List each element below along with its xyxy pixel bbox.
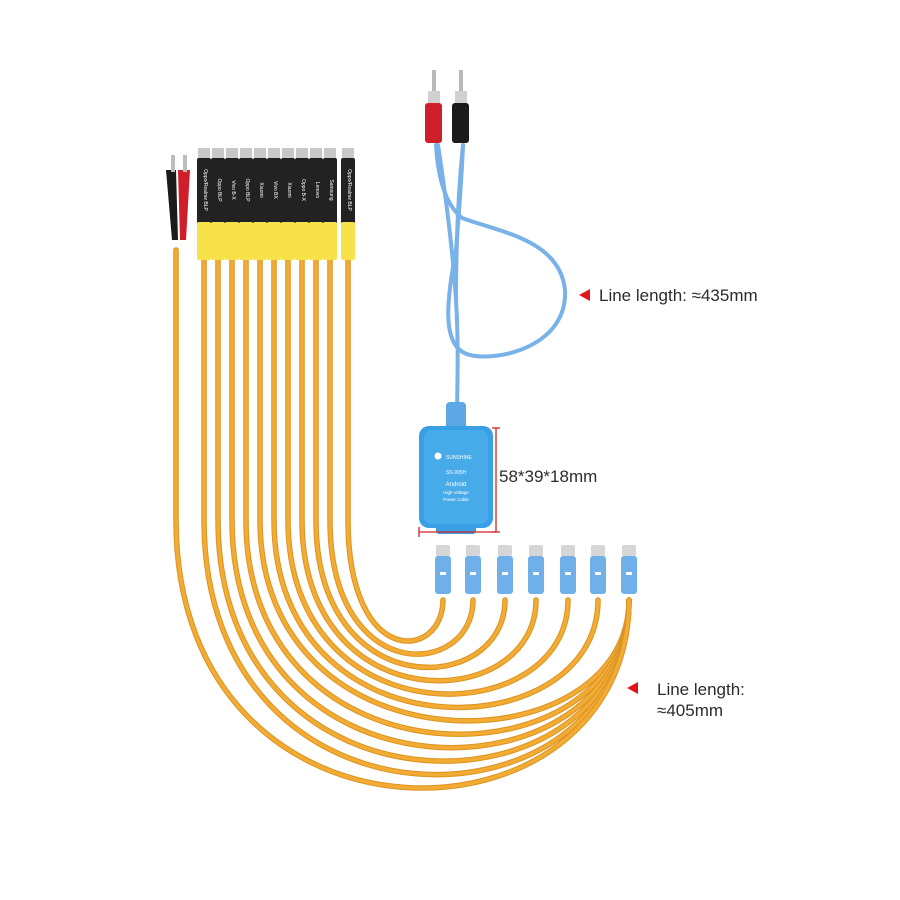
connector-label: Samsung [328,179,334,200]
red-clip [178,170,190,240]
orange-cable-highlight [174,248,631,790]
connector-label: Oppo B-X [300,179,306,202]
connector-body [267,158,281,224]
connector-tip [282,148,294,160]
connector-tip [268,148,280,160]
connector-body [295,158,309,224]
orange-cable-highlight [328,248,475,656]
usb-c-mark [440,572,446,575]
clip-tip [171,155,175,172]
usb-c-tip [436,545,450,557]
yellow-sleeve [309,222,323,260]
connector-body [323,158,337,224]
orange-cable-highlight [346,248,445,643]
orange-cable-highlight [230,248,631,750]
orange-cable-highlight [244,248,631,736]
usb-c-mark [533,572,539,575]
connector-label: Oppo/Realme BLP [202,169,208,211]
connector-tip [226,148,238,160]
orange-cable-highlight [258,248,631,723]
top-length-annotation: Line length: ≈435mm [579,285,758,306]
connector-tip [240,148,252,160]
orange-cable-highlight [272,248,600,710]
connector-label: Xiaomi [258,182,264,197]
usb-c-tip [529,545,543,557]
connector-body [281,158,295,224]
connector-label: Xiaomi [286,182,292,197]
connector-body [211,158,225,224]
orange-cable-highlight [300,248,538,683]
usb-c-mark [502,572,508,575]
connector-tip [310,148,322,160]
connector-body [309,158,323,224]
connector-tip [254,148,266,160]
usb-c-mark [626,572,632,575]
connector-label: Vivo B-X [230,180,236,200]
connector-tip [324,148,336,160]
bottom-length-label-line1: Line length: [657,680,745,699]
yellow-sleeve [323,222,337,260]
yellow-sleeve [341,222,355,260]
usb-c-mark [470,572,476,575]
usb-c-tip [591,545,605,557]
yellow-sleeve [295,222,309,260]
black-clip [166,170,178,240]
orange-cable-highlight [286,248,570,696]
module-brand: SUNSHINE [446,455,473,461]
usb-c-mark [565,572,571,575]
usb-c-mark [595,572,601,575]
connector-label: Lenovo [314,182,320,199]
connector-body [197,158,211,224]
dimension-bracket [418,427,500,537]
yellow-sleeve [281,222,295,260]
connector-tip [342,148,354,160]
connector-tip [212,148,224,160]
usb-c-plug-row [435,545,637,594]
bottom-length-label-line2: ≈405mm [657,701,724,720]
left-connector-row: Oppo/Realme BLP Oppo BLP Vivo B-X Oppo BLP X… [166,148,355,260]
red-arrow-icon [579,289,590,301]
module-model: SS-905H [446,470,467,476]
clip-tip [183,155,187,172]
connector-body [225,158,239,224]
usb-c-tip [622,545,636,557]
orange-cable-highlight [314,248,507,670]
blue-input-cable [434,143,568,420]
dimension-annotation: 58*39*18mm [499,466,597,487]
dimension-label: 58*39*18mm [499,467,598,486]
module-desc1: High Voltage [443,490,469,495]
yellow-sleeve [197,222,211,260]
connector-tip [198,148,210,160]
yellow-sleeve [253,222,267,260]
usb-c-tip [498,545,512,557]
top-length-label: Line length: ≈435mm [599,286,758,305]
red-banana-plug [425,70,442,143]
yellow-sleeve [225,222,239,260]
connector-body [239,158,253,224]
connector-body [253,158,267,224]
orange-cable-bundle [173,247,632,791]
usb-c-tip [561,545,575,557]
bottom-length-annotation: Line length: ≈405mm [627,679,745,721]
connector-label: Oppo BLP [216,178,222,202]
orange-cable-highlight [216,248,631,763]
yellow-sleeve [211,222,225,260]
connector-tip [296,148,308,160]
module-android: Android [446,482,467,488]
power-module: SUNSHINE SS-905H Android High Voltage Po… [419,402,493,534]
black-banana-plug [452,70,469,143]
yellow-sleeve [239,222,253,260]
red-arrow-icon [627,682,638,694]
connector-label: Vivo BX [272,181,278,199]
connector-label: Oppo BLP [244,178,250,202]
connector-label: Oppo/Realme BLP [346,169,352,211]
connector-body [341,158,355,224]
module-desc2: Power Cable [443,497,469,502]
yellow-sleeve [267,222,281,260]
usb-c-tip [466,545,480,557]
